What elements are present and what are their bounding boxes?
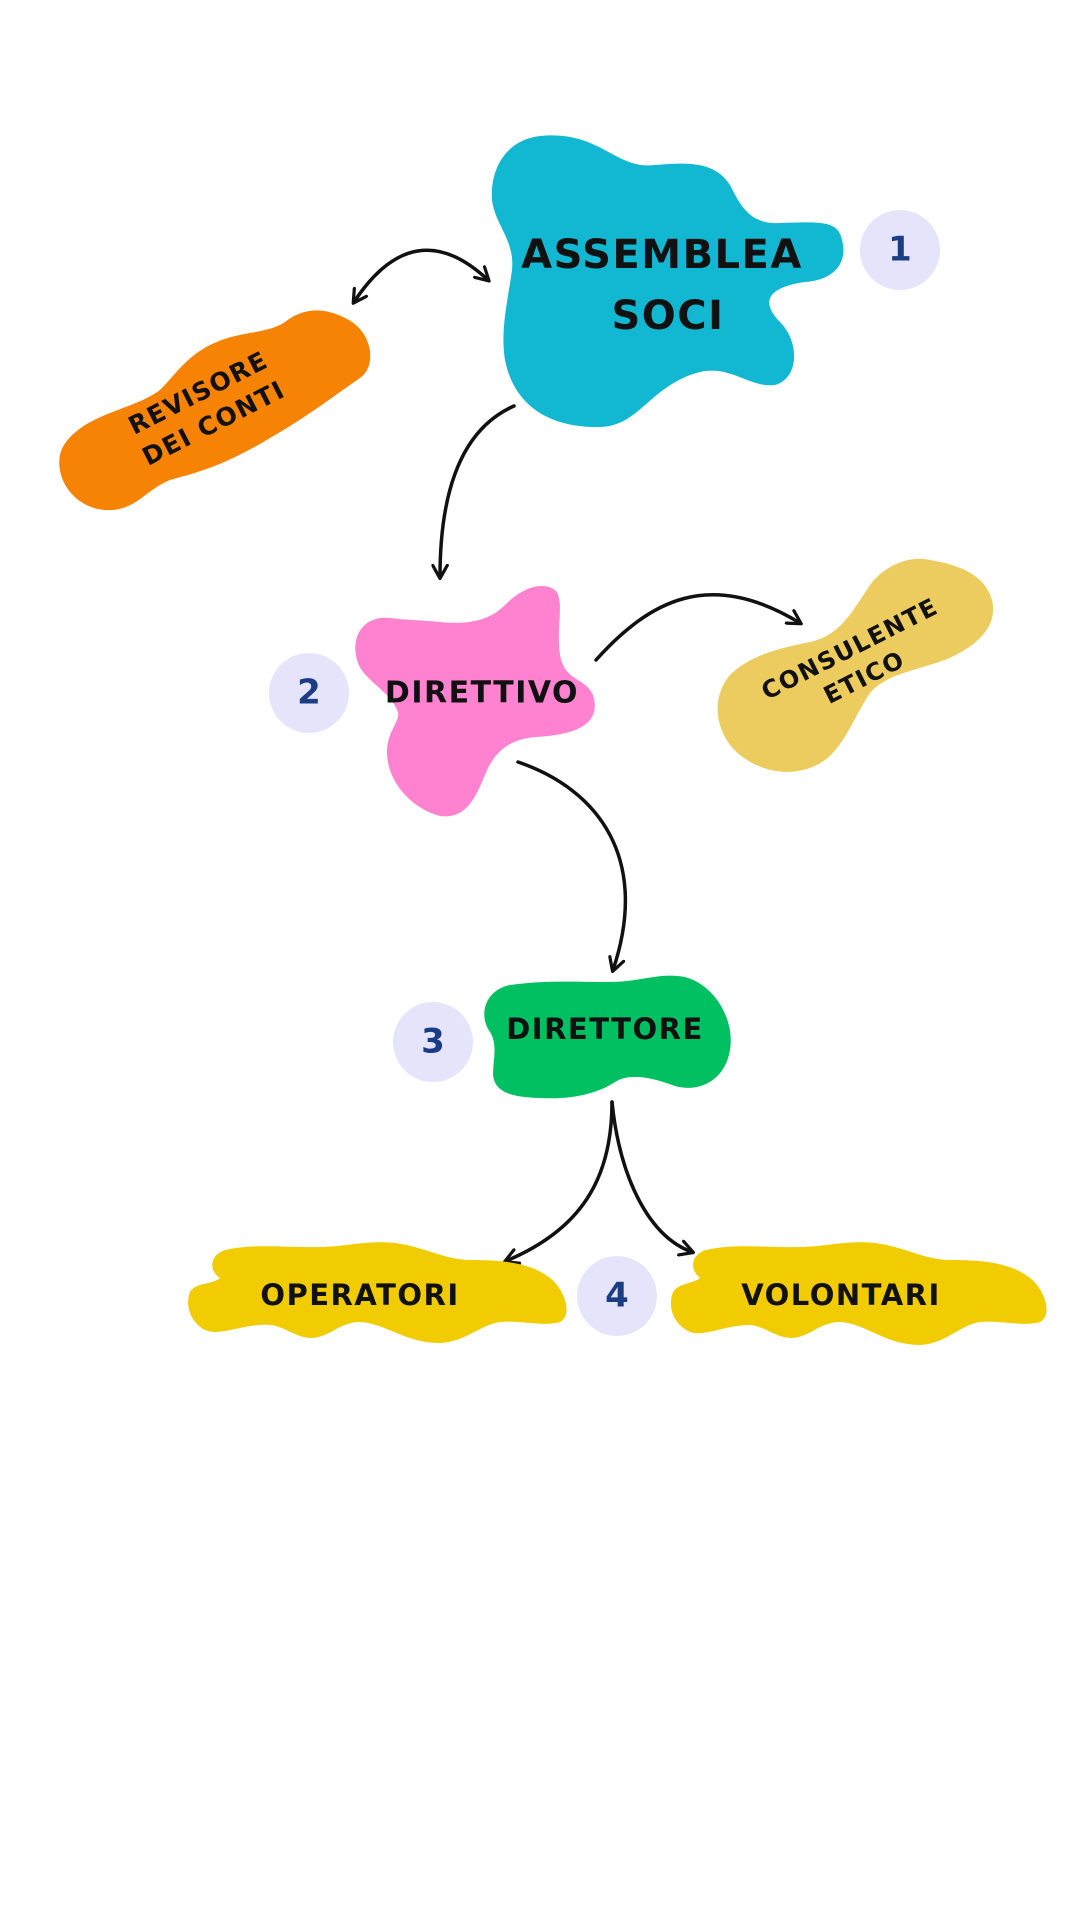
node-volontari-shape bbox=[670, 1242, 1047, 1345]
connectors bbox=[354, 248, 800, 1261]
badge-4-circle bbox=[577, 1256, 657, 1336]
node-revisore-dei-conti: REVISORE DEI CONTI bbox=[59, 310, 371, 511]
node-consulente-shape bbox=[717, 558, 994, 772]
node-direttore: DIRETTORE bbox=[484, 975, 731, 1099]
connector-direttivo-consulente bbox=[594, 592, 800, 662]
node-assemblea-soci: ASSEMBLEA SOCI bbox=[491, 135, 844, 428]
connector-assemblea-revisore bbox=[354, 248, 488, 302]
connector-direttivo-direttore bbox=[516, 760, 628, 970]
badge-3: 3 bbox=[393, 1002, 473, 1082]
connector-direttore-volontari bbox=[610, 1100, 692, 1252]
badge-2-circle bbox=[269, 653, 349, 733]
node-direttivo-label: DIRETTIVO bbox=[385, 676, 579, 711]
connector-assemblea-direttivo bbox=[440, 404, 516, 577]
badge-1-circle bbox=[860, 210, 940, 290]
node-direttore-label: DIRETTORE bbox=[506, 1012, 704, 1046]
node-assemblea-label-line2: SOCI bbox=[611, 293, 724, 339]
badge-1: 1 bbox=[860, 210, 940, 290]
badge-1-number: 1 bbox=[888, 230, 912, 270]
node-volontari-label: VOLONTARI bbox=[741, 1278, 941, 1312]
node-assemblea-label-line1: ASSEMBLEA bbox=[521, 232, 803, 278]
node-direttivo: DIRETTIVO bbox=[355, 585, 595, 817]
node-operatori-label: OPERATORI bbox=[260, 1278, 459, 1312]
badge-2: 2 bbox=[269, 653, 349, 733]
node-volontari: VOLONTARI bbox=[670, 1242, 1047, 1345]
node-revisore-shape bbox=[59, 310, 371, 511]
badge-3-number: 3 bbox=[421, 1022, 445, 1062]
badge-2-number: 2 bbox=[297, 673, 321, 713]
node-direttore-shape bbox=[484, 975, 731, 1099]
node-direttivo-shape bbox=[355, 585, 595, 817]
connector-direttore-operatori bbox=[506, 1100, 614, 1261]
node-consulente-etico: CONSULENTE ETICO bbox=[717, 558, 994, 772]
node-operatori: OPERATORI bbox=[188, 1242, 567, 1343]
node-operatori-shape bbox=[188, 1242, 567, 1343]
badge-4: 4 bbox=[577, 1256, 657, 1336]
node-assemblea-shape bbox=[491, 135, 844, 428]
badge-4-number: 4 bbox=[605, 1276, 629, 1316]
badge-3-circle bbox=[393, 1002, 473, 1082]
